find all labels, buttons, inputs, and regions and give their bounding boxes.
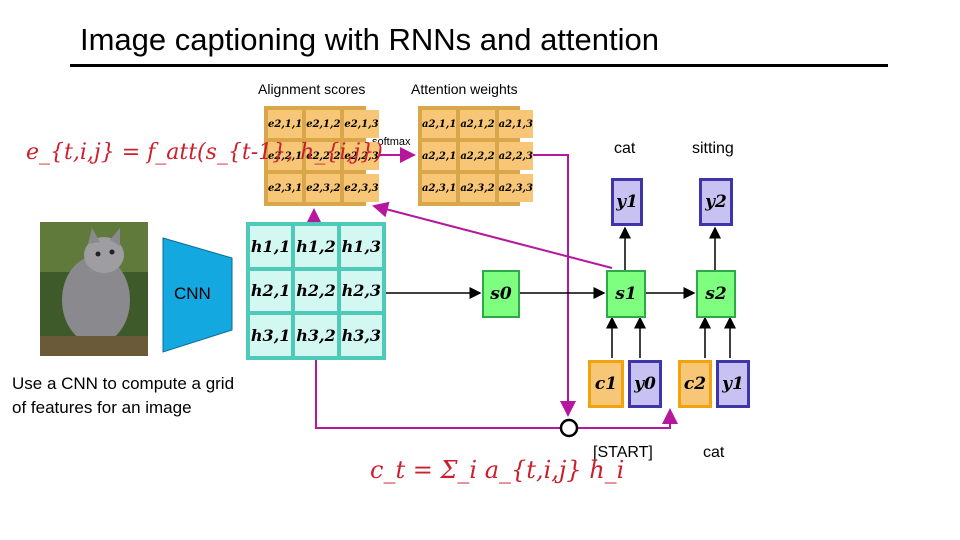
grid-cell: h3,3 [340, 315, 382, 356]
grid-cell: e2,3,1 [268, 174, 303, 202]
grid-cell: e2,2,3 [344, 142, 379, 170]
grid-cell: e2,2,1 [268, 142, 303, 170]
attention-weights-label: Attention weights [411, 81, 518, 97]
grid-cell: h3,2 [295, 315, 337, 356]
output-y1: y1 [611, 178, 643, 226]
output-word-2: sitting [692, 140, 734, 157]
cnn-caption: Use a CNN to compute a grid of features … [12, 374, 235, 417]
grid-cell: a2,2,2 [460, 142, 495, 170]
state-to-scores-arrow [372, 201, 613, 269]
context-c1: c1 [588, 360, 624, 408]
grid-cell: h2,2 [295, 270, 337, 312]
features-to-context-line [315, 360, 560, 429]
weights-to-context-arrow [520, 154, 576, 417]
alignment-scores-grid: e2,1,1 e2,1,2 e2,1,3 e2,2,1 e2,2,2 e2,2,… [264, 106, 379, 206]
input-word-1: [START] [593, 444, 653, 461]
grid-cell: a2,1,2 [460, 110, 495, 138]
grid-cell: h2,1 [250, 270, 292, 312]
grid-cell: e2,2,2 [306, 142, 341, 170]
grid-cell: a2,2,3 [498, 142, 533, 170]
input-y1: y1 [716, 360, 750, 408]
grid-cell: h1,1 [250, 226, 292, 267]
state-s0: s0 [482, 270, 520, 318]
grid-cell: e2,1,2 [306, 110, 341, 138]
grid-cell: a2,1,1 [422, 110, 457, 138]
output-y2: y2 [699, 178, 733, 226]
grid-cell: a2,3,2 [460, 174, 495, 202]
grid-cell: e2,3,2 [306, 174, 341, 202]
softmax-label: softmax [372, 136, 411, 148]
attention-weights-grid: a2,1,1 a2,1,2 a2,1,3 a2,2,1 a2,2,2 a2,2,… [418, 106, 533, 206]
context-sum-node [559, 418, 579, 438]
grid-cell: h1,2 [295, 226, 337, 267]
input-y0: y0 [628, 360, 662, 408]
context-to-c2-arrow [578, 408, 678, 429]
grid-cell: e2,1,3 [344, 110, 379, 138]
title-underline [70, 64, 888, 67]
grid-cell: e2,3,3 [344, 174, 379, 202]
state-s2: s2 [696, 270, 736, 318]
cat-image [40, 222, 148, 356]
grid-cell: h1,3 [340, 226, 382, 267]
context-c2: c2 [678, 360, 712, 408]
grid-cell: a2,1,3 [498, 110, 533, 138]
grid-cell: a2,3,1 [422, 174, 457, 202]
grid-cell: h3,1 [250, 315, 292, 356]
output-word-1: cat [614, 140, 636, 157]
alignment-formula: e_{t,i,j} = f_att(s_{t-1}, h_{i,j}) [26, 140, 383, 165]
grid-cell: a2,3,3 [498, 174, 533, 202]
alignment-scores-label: Alignment scores [258, 81, 366, 97]
feature-grid: h1,1 h1,2 h1,3 h2,1 h2,2 h2,3 h3,1 h3,2 … [246, 222, 386, 360]
cnn-label: CNN [174, 284, 211, 303]
page-title: Image captioning with RNNs and attention [80, 22, 659, 57]
grid-cell: h2,3 [340, 270, 382, 312]
cnn-block [162, 237, 233, 353]
input-word-2: cat [703, 444, 725, 461]
context-formula: c_t = Σ_i a_{t,i,j} h_i [370, 456, 625, 484]
state-s1: s1 [606, 270, 646, 318]
grid-cell: e2,1,1 [268, 110, 303, 138]
grid-cell: a2,2,1 [422, 142, 457, 170]
